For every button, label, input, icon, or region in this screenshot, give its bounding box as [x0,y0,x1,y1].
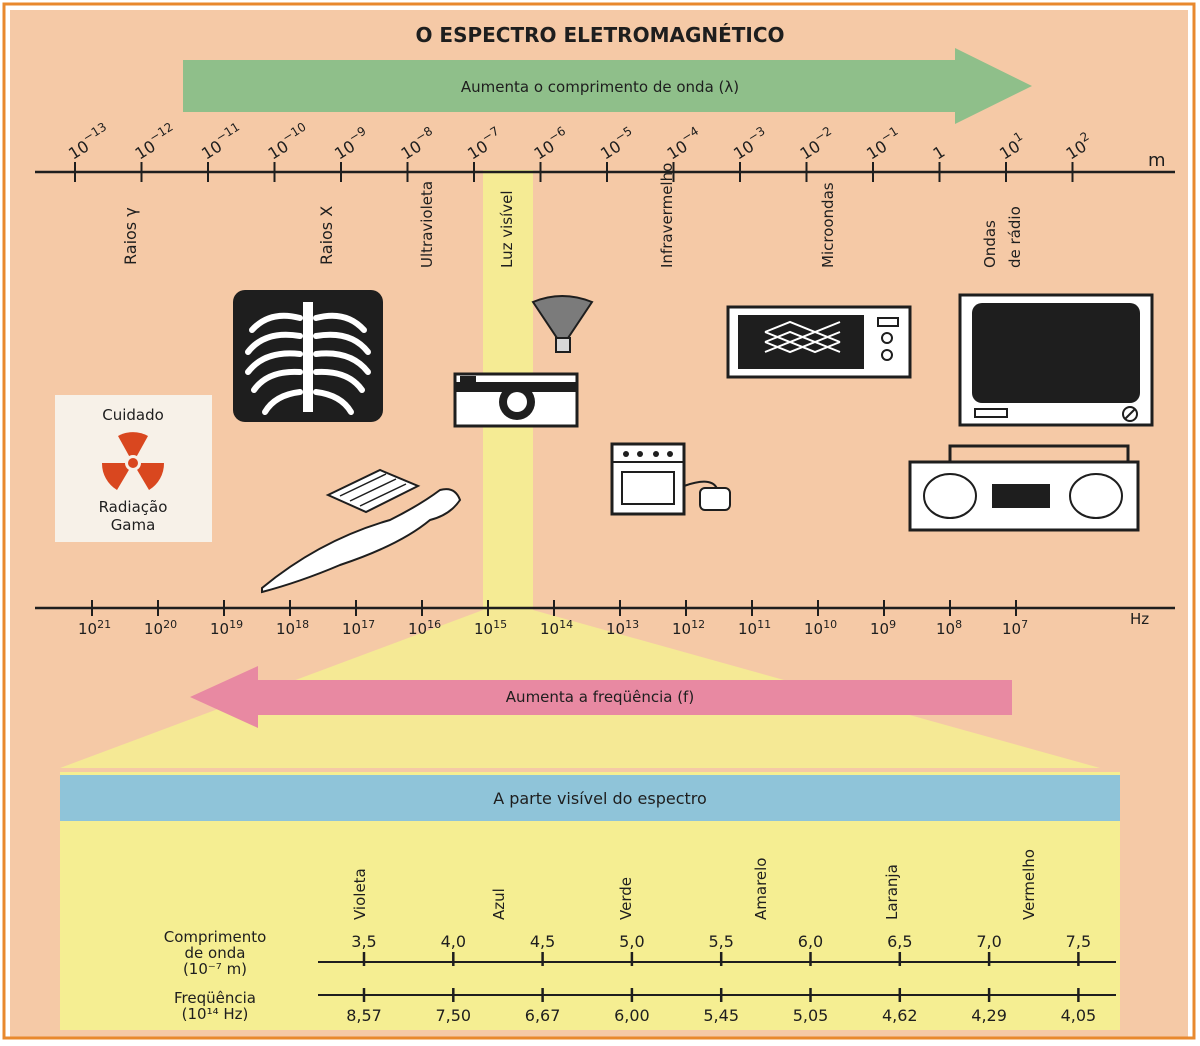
wavelength-arrow-label: Aumenta o comprimento de onda (λ) [461,78,739,96]
gamma-label: Gama [111,516,156,534]
visible-frequency-value: 6,00 [614,1006,650,1025]
visible-wavelength-value: 6,5 [887,932,912,951]
television-icon [960,295,1152,425]
wavelength-unit: m [1148,150,1166,171]
visible-wavelength-value: 5,5 [708,932,733,951]
visible-frequency-value: 4,62 [882,1006,918,1025]
visible-wavelength-value: 6,0 [798,932,823,951]
band-label-infrared: Infravermelho [658,163,676,268]
xray-image [233,290,383,422]
microwave-icon [728,307,910,377]
color-label-amarelo: Amarelo [752,858,770,920]
visible-frequency-value: 6,67 [525,1006,561,1025]
visible-frequency-value: 5,45 [703,1006,739,1025]
color-label-violeta: Violeta [351,868,369,920]
band-label-radio-line2: de rádio [1006,206,1024,268]
visible-frequency-value: 5,05 [793,1006,829,1025]
band-label-xray: Raios X [317,206,336,265]
wavelength-row-label-3: (10⁻⁷ m) [183,960,247,978]
visible-wavelength-value: 4,5 [530,932,555,951]
caution-box: Cuidado Radiação Gama [55,395,212,542]
visible-frequency-value: 4,29 [971,1006,1007,1025]
frequency-arrow-label: Aumenta a freqüência (f) [506,688,694,706]
band-label-radio-line1: Ondas [981,220,999,268]
visible-wavelength-value: 7,5 [1066,932,1091,951]
visible-wavelength-value: 4,0 [441,932,466,951]
color-label-vermelho: Vermelho [1020,849,1038,920]
band-label-visible: Luz visível [498,190,516,268]
visible-panel-title: A parte visível do espectro [493,789,707,808]
visible-wavelength-value: 7,0 [976,932,1001,951]
radiation-label: Radiação [99,498,168,516]
color-label-verde: Verde [617,877,635,920]
visible-wavelength-value: 5,0 [619,932,644,951]
frequency-row-label-2: (10¹⁴ Hz) [182,1005,249,1023]
visible-frequency-value: 7,50 [435,1006,471,1025]
page-title: O ESPECTRO ELETROMAGNÉTICO [415,23,784,47]
frequency-unit: Hz [1130,610,1149,628]
color-label-azul: Azul [490,888,508,920]
band-label-microwave: Microondas [819,182,837,268]
caution-label: Cuidado [102,406,164,424]
band-label-uv: Ultravioleta [418,181,436,268]
camera-icon [455,374,577,426]
color-label-laranja: Laranja [883,864,901,920]
visible-wavelength-value: 3,5 [351,932,376,951]
band-label-gamma: Raios γ [121,207,140,265]
visible-frequency-value: 4,05 [1061,1006,1097,1025]
visible-frequency-value: 8,57 [346,1006,382,1025]
